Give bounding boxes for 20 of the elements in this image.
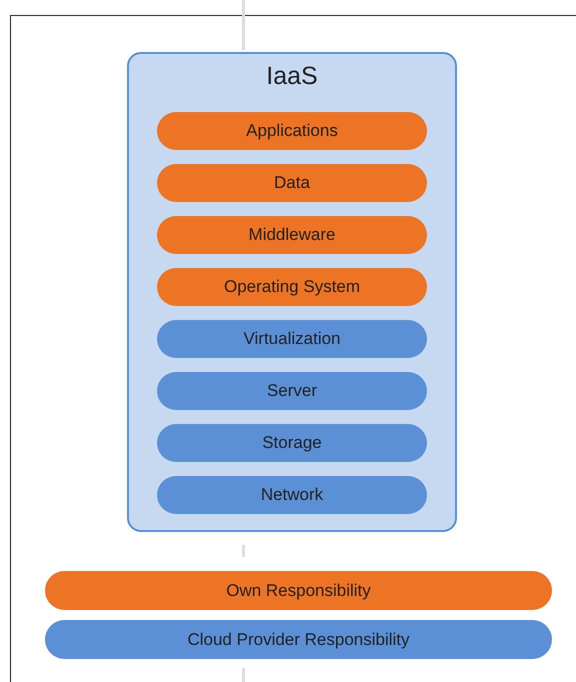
layer-label: Data [274,173,310,193]
layer-pill [157,372,427,410]
layer-pill [157,164,427,202]
layer-pill [157,424,427,462]
layer-pill [157,476,427,514]
layer-label: Virtualization [243,329,341,349]
layer-label: Operating System [224,277,360,297]
layer-label: Network [260,485,324,505]
legend-label: Own Responsibility [226,580,371,600]
layer-label: Applications [246,121,338,141]
layer-pill [157,268,427,306]
layer-label: Server [266,381,318,401]
service-model-panel [127,52,457,532]
layer-pill [157,320,427,358]
panel-title: IaaS [265,62,319,91]
legend-label: Cloud Provider Responsibility [187,630,410,650]
layer-pill [157,216,427,254]
layer-label: Middleware [248,225,336,245]
layer-label: Storage [262,433,322,453]
layer-pill [157,112,427,150]
